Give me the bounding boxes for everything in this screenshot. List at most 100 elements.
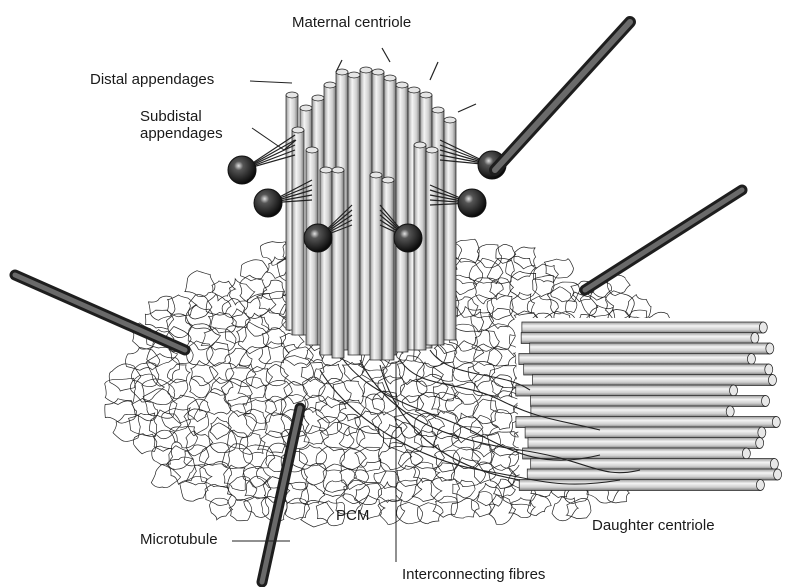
pcm-granule: [453, 458, 485, 487]
daughter-tubule: [533, 375, 773, 386]
pcm-granule: [304, 426, 328, 445]
maternal-tubule-top: [432, 107, 444, 113]
daughter-tubule: [519, 354, 752, 365]
pcm-granule: [200, 462, 232, 488]
maternal-tubule-top: [324, 82, 336, 88]
label-daughter-centriole: Daughter centriole: [592, 517, 715, 534]
pcm-granule: [186, 341, 214, 366]
pcm-granule: [229, 499, 252, 520]
pcm-granule: [285, 498, 309, 519]
pcm-granule: [167, 295, 197, 317]
daughter-tubule: [524, 364, 769, 375]
pcm-granule: [453, 480, 475, 498]
label-pcm: PCM: [336, 507, 369, 524]
pcm-granule: [228, 476, 257, 500]
daughter-tubule-end: [772, 417, 780, 428]
pcm-granule: [544, 259, 573, 278]
maternal-tubule-top: [396, 82, 408, 88]
daughter-tubule: [527, 469, 777, 480]
distal-appendage: [382, 48, 390, 62]
label-microtubule: Microtubule: [140, 531, 218, 548]
daughter-tubule: [521, 333, 755, 344]
maternal-tubule: [426, 150, 438, 345]
maternal-tubule-top: [382, 177, 394, 183]
pcm-granule: [209, 423, 237, 453]
pcm-granule: [260, 308, 287, 329]
maternal-tubule-top: [286, 92, 298, 98]
maternal-tubule-top: [420, 92, 432, 98]
pcm-granule: [232, 309, 251, 328]
daughter-tubule-end: [774, 469, 782, 480]
daughter-tubule-end: [758, 427, 766, 438]
maternal-tubule-top: [426, 147, 438, 153]
maternal-tubule-top: [348, 72, 360, 78]
maternal-tubule-top: [292, 127, 304, 133]
pcm-granule: [374, 471, 399, 489]
pcm-granule: [226, 364, 256, 387]
pcm-granule: [431, 478, 460, 504]
pcm-granule: [299, 445, 326, 466]
daughter-tubule: [531, 406, 730, 417]
maternal-tubule: [396, 85, 408, 352]
pcm-granule: [301, 363, 324, 382]
pcm-granule: [606, 291, 635, 320]
pcm-granule: [262, 328, 285, 349]
pcm-granule: [496, 244, 516, 263]
pcm-granule: [383, 425, 405, 449]
maternal-tubule-top: [332, 167, 344, 173]
pcm-granule: [246, 313, 269, 336]
pcm-granule: [244, 497, 269, 518]
pcm-granule: [209, 498, 232, 520]
maternal-tubule-top: [384, 75, 396, 81]
daughter-tubule-end: [726, 406, 734, 417]
pcm-granule: [301, 500, 334, 527]
daughter-tubule: [525, 427, 762, 438]
maternal-tubule-top: [300, 105, 312, 111]
daughter-tubule-end: [751, 333, 759, 344]
pcm-granule: [152, 446, 173, 465]
maternal-tubule: [382, 180, 394, 360]
daughter-centriole: [515, 318, 790, 491]
appendage-sphere: [228, 156, 256, 184]
daughter-tubule: [519, 480, 760, 491]
pcm-granule: [151, 464, 180, 487]
daughter-tubule-end: [765, 364, 773, 375]
maternal-tubule: [320, 170, 332, 355]
daughter-tubule-end: [768, 375, 776, 386]
pcm-granule: [240, 275, 267, 303]
daughter-tubule: [530, 343, 770, 354]
pcm-granule: [567, 498, 592, 518]
maternal-tubule-top: [306, 147, 318, 153]
pcm-granule: [300, 483, 325, 505]
daughter-tubule-end: [730, 385, 738, 396]
pcm-granule: [446, 392, 479, 421]
daughter-tubule-end: [770, 459, 778, 470]
leader-line: [252, 128, 284, 150]
pcm-granule: [491, 375, 515, 398]
maternal-tubule-top: [408, 87, 420, 93]
maternal-tubule: [370, 175, 382, 360]
pcm-granule: [547, 287, 576, 314]
pcm-granule: [129, 413, 157, 437]
pcm-granule: [113, 414, 140, 441]
pcm-granule: [186, 465, 212, 485]
maternal-tubule-top: [444, 117, 456, 123]
pcm-granule: [170, 427, 198, 448]
pcm-granule: [400, 380, 427, 403]
maternal-tubule: [292, 130, 304, 335]
pcm-granule: [434, 450, 459, 472]
daughter-tubule: [531, 396, 766, 407]
pcm-granule: [477, 483, 503, 506]
pcm-granule: [397, 466, 419, 487]
pcm-granule: [486, 324, 515, 350]
microtubule-highlight: [585, 190, 742, 290]
maternal-tubule-top: [414, 142, 426, 148]
daughter-tubule-end: [766, 343, 774, 354]
daughter-tubule: [516, 417, 776, 428]
daughter-tubule-end: [747, 354, 755, 365]
maternal-tubule: [332, 170, 344, 358]
appendage-sphere: [254, 189, 282, 217]
maternal-tubule-top: [360, 67, 372, 73]
pcm-granule: [185, 271, 215, 297]
